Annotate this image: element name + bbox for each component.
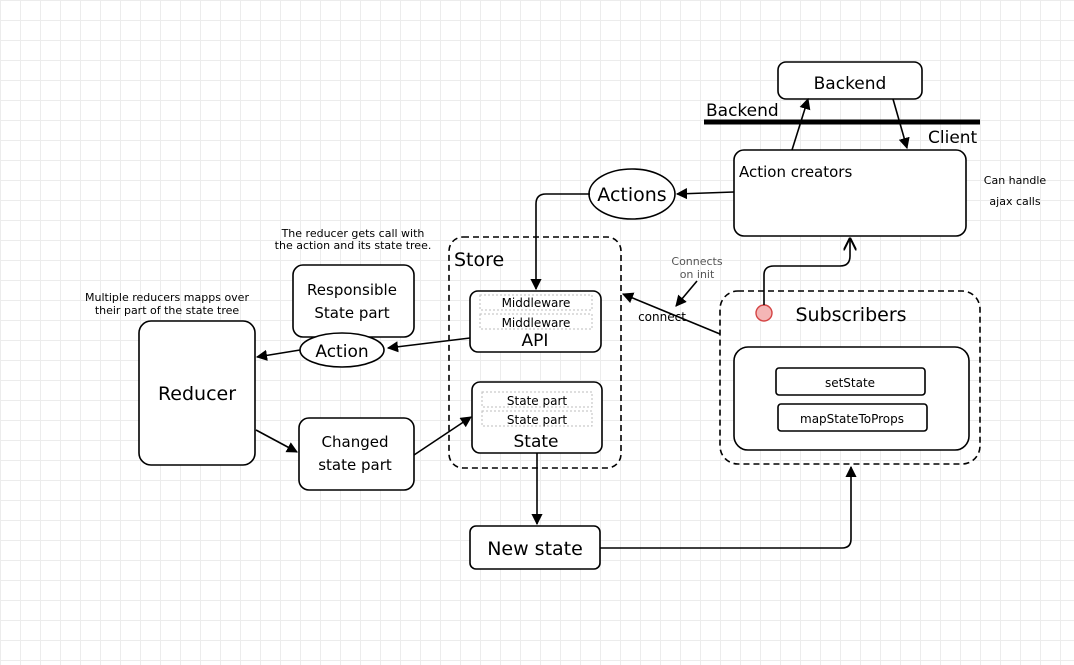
action-label: Action (315, 342, 368, 362)
subscriber-dot-icon (755, 304, 773, 322)
map-state-to-props-node[interactable]: mapStateToProps (777, 403, 928, 432)
new-state-node[interactable]: New state (469, 525, 601, 570)
store-container: Store (448, 236, 622, 469)
state-part-1-label: State part (507, 394, 567, 408)
edge-new-state-to-subscribers (600, 465, 857, 549)
reducer-node[interactable]: Reducer (138, 320, 256, 466)
edge-subscribers-to-action-creators (763, 239, 850, 305)
state-part-2-label: State part (507, 413, 567, 427)
state-label: State (514, 432, 559, 452)
new-state-label: New state (487, 538, 583, 560)
can-handle-note-line2: ajax calls (989, 195, 1040, 208)
state-node[interactable]: State part State part State (471, 381, 603, 454)
edge-connects-note-pointer (675, 280, 698, 307)
connects-on-init-line1: Connects (671, 255, 722, 268)
middleware-slot-2 (479, 313, 593, 330)
backend-node[interactable]: Backend (777, 61, 923, 100)
responsible-line1: Responsible (307, 281, 397, 299)
state-part-slot-1 (481, 391, 593, 408)
responsible-line2: State part (314, 304, 389, 322)
subscribers-label: Subscribers (795, 304, 906, 326)
edge-connect-to-store (621, 292, 721, 335)
state-part-slot-2 (481, 410, 593, 427)
multiple-reducers-note-line1: Multiple reducers mapps over (85, 291, 249, 304)
middleware-slot-1 (479, 294, 593, 311)
set-state-label: setState (825, 376, 875, 390)
multiple-reducers-note-line2: their part of the state tree (95, 304, 240, 317)
reducer-label: Reducer (158, 383, 236, 405)
api-label: API (522, 331, 549, 351)
reducer-note-line2: the action and its state tree. (275, 239, 432, 252)
actions-label: Actions (597, 184, 666, 206)
api-node[interactable]: Middleware Middleware API (469, 290, 602, 353)
reducer-note-line1: The reducer gets call with (281, 227, 425, 240)
actions-node[interactable]: Actions (588, 168, 676, 220)
action-node[interactable]: Action (299, 332, 385, 368)
edge-changed-to-state (413, 416, 472, 456)
edge-action-creators-to-backend (791, 97, 811, 151)
store-label: Store (454, 249, 504, 271)
edge-action-creators-to-actions (675, 188, 735, 200)
changed-state-part-node[interactable]: Changed state part (298, 417, 415, 491)
set-state-node[interactable]: setState (775, 367, 926, 396)
action-creators-label: Action creators (739, 163, 852, 181)
subscribers-inner-panel (733, 346, 970, 451)
changed-line2: state part (318, 456, 392, 474)
map-state-to-props-label: mapStateToProps (800, 412, 904, 426)
connects-on-init-line2: on init (680, 268, 715, 281)
action-creators-node[interactable]: Action creators (733, 149, 967, 237)
backend-node-label: Backend (814, 74, 887, 94)
edge-reducer-to-changed (255, 429, 298, 453)
middleware-1-label: Middleware (502, 296, 571, 310)
responsible-state-part-node[interactable]: Responsible State part (292, 264, 415, 338)
middleware-2-label: Middleware (502, 316, 571, 330)
edge-backend-to-action-creators (892, 98, 910, 150)
client-label: Client (928, 128, 978, 148)
backend-label: Backend (706, 101, 779, 121)
edge-actions-to-api (530, 193, 590, 291)
can-handle-note-line1: Can handle (984, 174, 1047, 187)
edge-api-to-action (386, 337, 471, 353)
changed-line1: Changed (322, 433, 389, 451)
connect-label: connect (638, 310, 686, 324)
edge-action-to-reducer (255, 349, 301, 361)
